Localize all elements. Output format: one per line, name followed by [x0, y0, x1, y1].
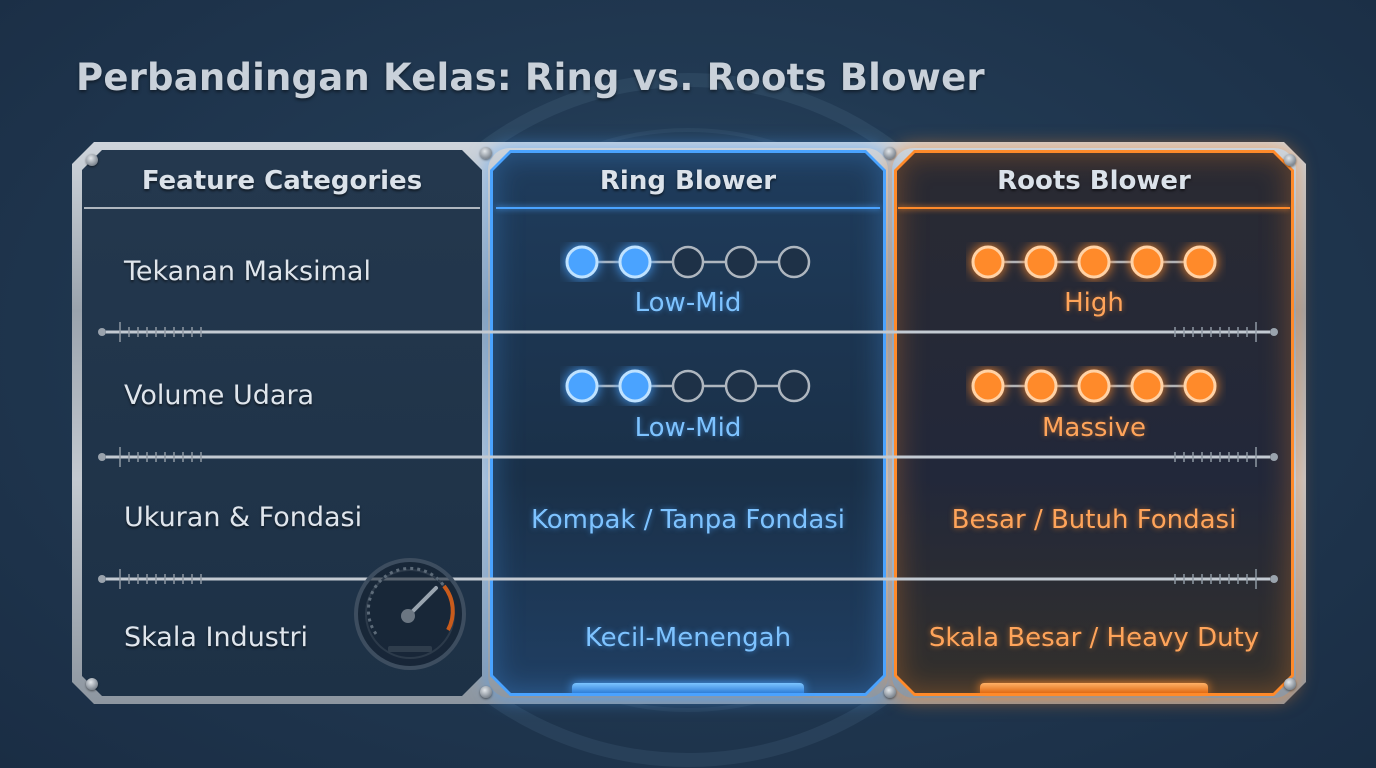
header-divider-ring [496, 207, 880, 209]
page-title: Perbandingan Kelas: Ring vs. Roots Blowe… [76, 56, 985, 99]
rating-dot-filled [565, 369, 599, 403]
rating-dot-empty [724, 369, 758, 403]
ring-pressure-rating [565, 245, 811, 279]
row-label-volume-udara: Volume Udara [124, 380, 315, 411]
row-separator [98, 322, 1278, 342]
ring-blower-panel [490, 150, 886, 696]
header-roots-blower: Roots Blower [997, 166, 1191, 196]
rating-dot-empty [777, 369, 811, 403]
rating-dot-filled [971, 245, 1005, 279]
rating-dot-filled [1024, 245, 1058, 279]
rating-dot-filled [1130, 369, 1164, 403]
header-feature-categories: Feature Categories [141, 166, 423, 196]
rating-dot-filled [1183, 245, 1217, 279]
roots-scale-value: Skala Besar / Heavy Duty [928, 623, 1260, 653]
ring-size-value: Kompak / Tanpa Fondasi [530, 505, 846, 535]
row-separator [98, 569, 1278, 589]
rating-dot-filled [1183, 369, 1217, 403]
roots-volume-rating [971, 369, 1217, 403]
header-divider-roots [898, 207, 1290, 209]
speedometer-icon [354, 558, 466, 670]
screw-icon [480, 686, 492, 698]
header-divider [84, 207, 480, 209]
rating-dot-filled [971, 369, 1005, 403]
screw-icon [86, 678, 98, 690]
rating-dot-empty [671, 369, 705, 403]
roots-panel-tab [980, 683, 1208, 693]
ring-volume-rating [565, 369, 811, 403]
rating-dot-empty [724, 245, 758, 279]
screw-icon [884, 147, 896, 159]
row-label-ukuran-fondasi: Ukuran & Fondasi [124, 502, 363, 533]
rating-dot-filled [1077, 369, 1111, 403]
rating-dot-empty [671, 245, 705, 279]
header-ring-blower: Ring Blower [599, 166, 777, 196]
roots-pressure-rating [971, 245, 1217, 279]
screw-icon [480, 147, 492, 159]
rating-dot-filled [1024, 369, 1058, 403]
rating-dot-filled [1130, 245, 1164, 279]
roots-size-value: Besar / Butuh Fondasi [951, 505, 1237, 535]
ring-scale-value: Kecil-Menengah [584, 623, 792, 653]
screw-icon [1284, 154, 1296, 166]
ring-pressure-value: Low-Mid [634, 288, 742, 318]
row-label-skala-industri: Skala Industri [124, 622, 309, 653]
screw-icon [86, 154, 98, 166]
roots-blower-panel [894, 150, 1294, 696]
roots-pressure-value: High [1064, 288, 1124, 318]
rating-dot-filled [565, 245, 599, 279]
screw-icon [1284, 678, 1296, 690]
rating-dot-filled [1077, 245, 1111, 279]
row-label-tekanan-maksimal: Tekanan Maksimal [124, 256, 371, 287]
roots-volume-value: Massive [1041, 413, 1147, 443]
rating-dot-filled [618, 245, 652, 279]
row-separator [98, 447, 1278, 467]
ring-panel-tab [572, 683, 804, 693]
rating-dot-empty [777, 245, 811, 279]
ring-volume-value: Low-Mid [634, 413, 742, 443]
rating-dot-filled [618, 369, 652, 403]
screw-icon [884, 686, 896, 698]
